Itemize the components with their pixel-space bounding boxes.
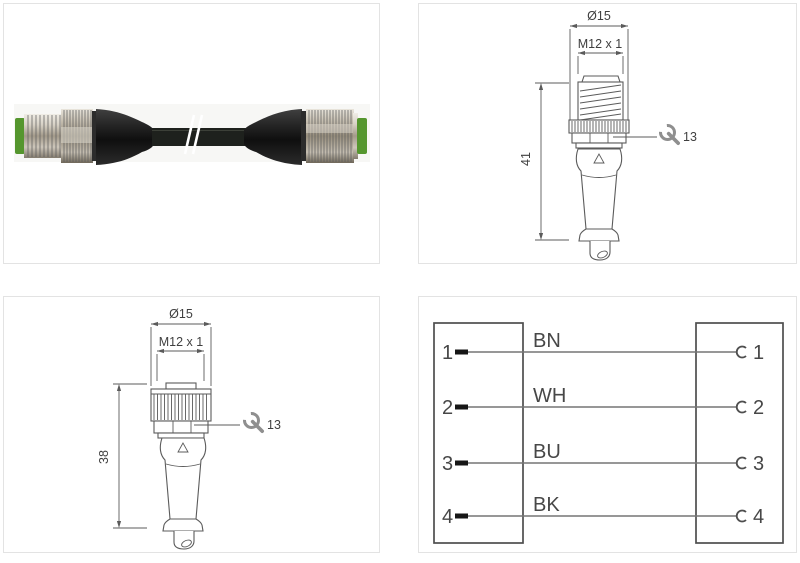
left-pin-number: 2 <box>442 397 453 419</box>
male-length-label: 41 <box>519 152 533 166</box>
wiring-row: 3 BU 3 <box>442 441 764 475</box>
male-wrench-callout: 13 <box>613 124 697 145</box>
socket-contact-symbol <box>735 509 747 523</box>
socket-contact-symbol <box>735 400 747 414</box>
wire-color-label: BU <box>533 441 561 463</box>
male-connector-drawing: Ø15 M12 x 1 <box>519 9 697 261</box>
female-length-label: 38 <box>97 450 111 464</box>
pin-contact-mark <box>455 513 468 519</box>
wrench-icon <box>659 124 680 145</box>
pin-contact-mark <box>455 460 468 466</box>
male-thread-dimension <box>577 50 624 74</box>
wiring-diagram-panel: 1 BN 1 2 WH 2 3 BU 3 4 <box>418 296 797 553</box>
wire-color-label: BK <box>533 494 560 516</box>
left-pin-number: 4 <box>442 506 453 528</box>
right-pin-number: 1 <box>753 342 764 364</box>
female-diameter-label: Ø15 <box>169 307 193 321</box>
right-pin-number: 3 <box>753 453 764 475</box>
pin-contact-mark <box>455 349 468 355</box>
female-connector-drawing-panel: Ø15 M12 x 1 <box>3 296 380 553</box>
wire-color-label: BN <box>533 330 561 352</box>
female-diameter-dimension <box>150 321 212 386</box>
cable-product-photo <box>14 104 370 165</box>
female-thread-dimension <box>156 348 205 381</box>
female-wrench-callout: 13 <box>194 412 281 433</box>
wiring-row: 4 BK 4 <box>442 494 764 528</box>
female-thread-label: M12 x 1 <box>159 335 204 349</box>
green-insert-left <box>15 118 25 154</box>
photo-cable <box>152 114 246 155</box>
photo-female-connector <box>244 109 367 165</box>
left-pin-number: 1 <box>442 342 453 364</box>
female-connector-outline <box>150 382 212 550</box>
green-insert-right <box>357 118 367 154</box>
male-diameter-dimension <box>569 23 629 120</box>
product-photo-panel <box>3 3 380 264</box>
male-diameter-label: Ø15 <box>587 9 611 23</box>
wrench-icon <box>243 412 264 433</box>
female-length-dimension: 38 <box>97 383 147 529</box>
male-connector-outline <box>568 75 630 261</box>
right-pin-number: 2 <box>753 397 764 419</box>
female-connector-drawing: Ø15 M12 x 1 <box>97 307 281 550</box>
wiring-diagram: 1 BN 1 2 WH 2 3 BU 3 4 <box>433 322 784 544</box>
photo-male-connector <box>15 109 154 165</box>
female-orientation-triangle <box>177 442 189 453</box>
wiring-right-connector-box <box>695 322 784 544</box>
male-connector-drawing-panel: Ø15 M12 x 1 <box>418 3 797 264</box>
pin-contact-mark <box>455 404 468 410</box>
male-length-dimension: 41 <box>519 82 569 241</box>
right-pin-number: 4 <box>753 506 764 528</box>
wiring-row: 1 BN 1 <box>442 330 764 364</box>
female-wrench-size-label: 13 <box>267 418 281 432</box>
socket-contact-symbol <box>735 456 747 470</box>
cable-break-marks <box>183 114 204 155</box>
left-pin-number: 3 <box>442 453 453 475</box>
wire-color-label: WH <box>533 385 566 407</box>
socket-contact-symbol <box>735 345 747 359</box>
male-thread-label: M12 x 1 <box>578 37 623 51</box>
wiring-row: 2 WH 2 <box>442 385 764 419</box>
male-orientation-triangle <box>593 153 605 164</box>
wiring-left-connector-box <box>433 322 524 544</box>
male-wrench-size-label: 13 <box>683 130 697 144</box>
